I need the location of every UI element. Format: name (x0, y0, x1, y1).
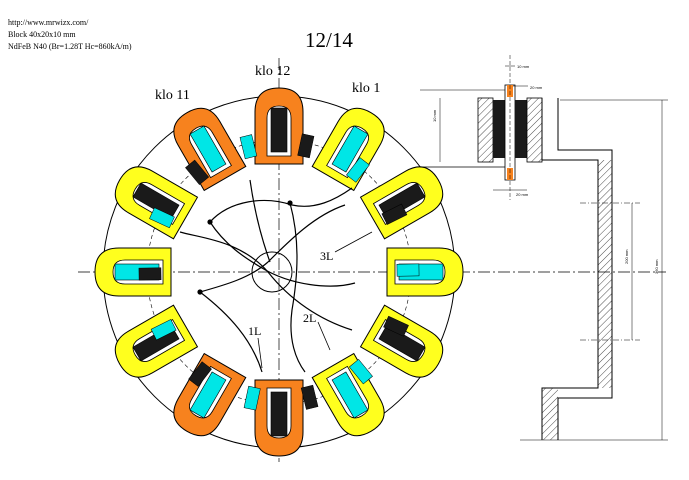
leader-3l (334, 231, 373, 253)
rotor-magnet (383, 315, 409, 337)
rotor-magnet (346, 157, 370, 183)
stator-coil (114, 166, 199, 240)
title-pole-ratio: 12/14 (305, 28, 353, 52)
phase-wire (289, 202, 306, 373)
rotor-magnet (381, 203, 408, 225)
rotor-magnet (297, 133, 315, 159)
rotor-magnet (149, 207, 175, 229)
section-magnet-block (493, 100, 505, 158)
winding-wires (179, 179, 373, 373)
section-magnet-block (515, 100, 527, 158)
phase-wire (199, 204, 346, 293)
rotor-magnet (300, 384, 319, 410)
stator-coil (173, 352, 247, 437)
rotor-magnet (239, 134, 258, 160)
side-section-view: 10 mm 20 mm 20 mm 10 mm 200 mm 360 mm (420, 55, 668, 441)
label-phase-2l: 2L (303, 311, 316, 325)
label-phase-1l: 1L (248, 324, 261, 338)
wire-junction (287, 200, 293, 206)
stator-coil (114, 304, 199, 378)
label-phase-3l: 3L (320, 249, 333, 263)
dim-label: 360 mm (654, 259, 659, 274)
leader-1l (257, 337, 263, 369)
section-rotor-bottom (507, 168, 513, 180)
rotor-magnet (138, 267, 162, 281)
rotor-magnet (396, 263, 420, 277)
rotor-magnet (185, 159, 210, 186)
rotor-magnet (188, 361, 212, 387)
stator-coil (386, 247, 464, 297)
label-klo-12: klo 12 (255, 64, 290, 79)
wire-junction (207, 219, 213, 225)
stator-coil (359, 166, 444, 240)
stator-coil (254, 379, 304, 457)
dim-label: 10 mm (432, 109, 437, 122)
stator-coil (173, 107, 247, 192)
phase-wire (209, 221, 356, 287)
phase-wire (179, 231, 353, 331)
dim-label: 200 mm (624, 249, 629, 264)
header-url: http://www.mrwizx.com/ (8, 18, 89, 27)
wire-junction (197, 289, 203, 295)
header-block-size: Block 40x20x10 mm (8, 30, 76, 39)
phase-wire (209, 187, 353, 223)
rotor-magnet (348, 358, 373, 385)
section-stator-body (526, 97, 543, 163)
stator-coil (311, 352, 385, 437)
label-klo-11: klo 11 (155, 88, 190, 103)
phase-wire (249, 179, 271, 263)
rotor-magnet (150, 319, 177, 341)
dim-label: 20 mm (530, 85, 543, 90)
header-material: NdFeB N40 (Br=1.28T Hc=860kA/m) (8, 42, 132, 51)
section-housing-hatch (598, 160, 612, 388)
stator-coil (254, 87, 304, 165)
stator-coil (359, 304, 444, 378)
leader-2l (317, 321, 331, 351)
magnet-ring (138, 133, 420, 411)
stator-coil (311, 107, 385, 192)
rotor-magnet (243, 385, 261, 411)
phase-wire (199, 291, 263, 373)
section-housing-hatch (542, 388, 558, 440)
dim-label: 20 mm (516, 192, 529, 197)
dim-label: 10 mm (517, 64, 530, 69)
center-hub (251, 251, 293, 293)
section-stator-body (477, 97, 494, 163)
label-klo-1: klo 1 (352, 81, 380, 96)
